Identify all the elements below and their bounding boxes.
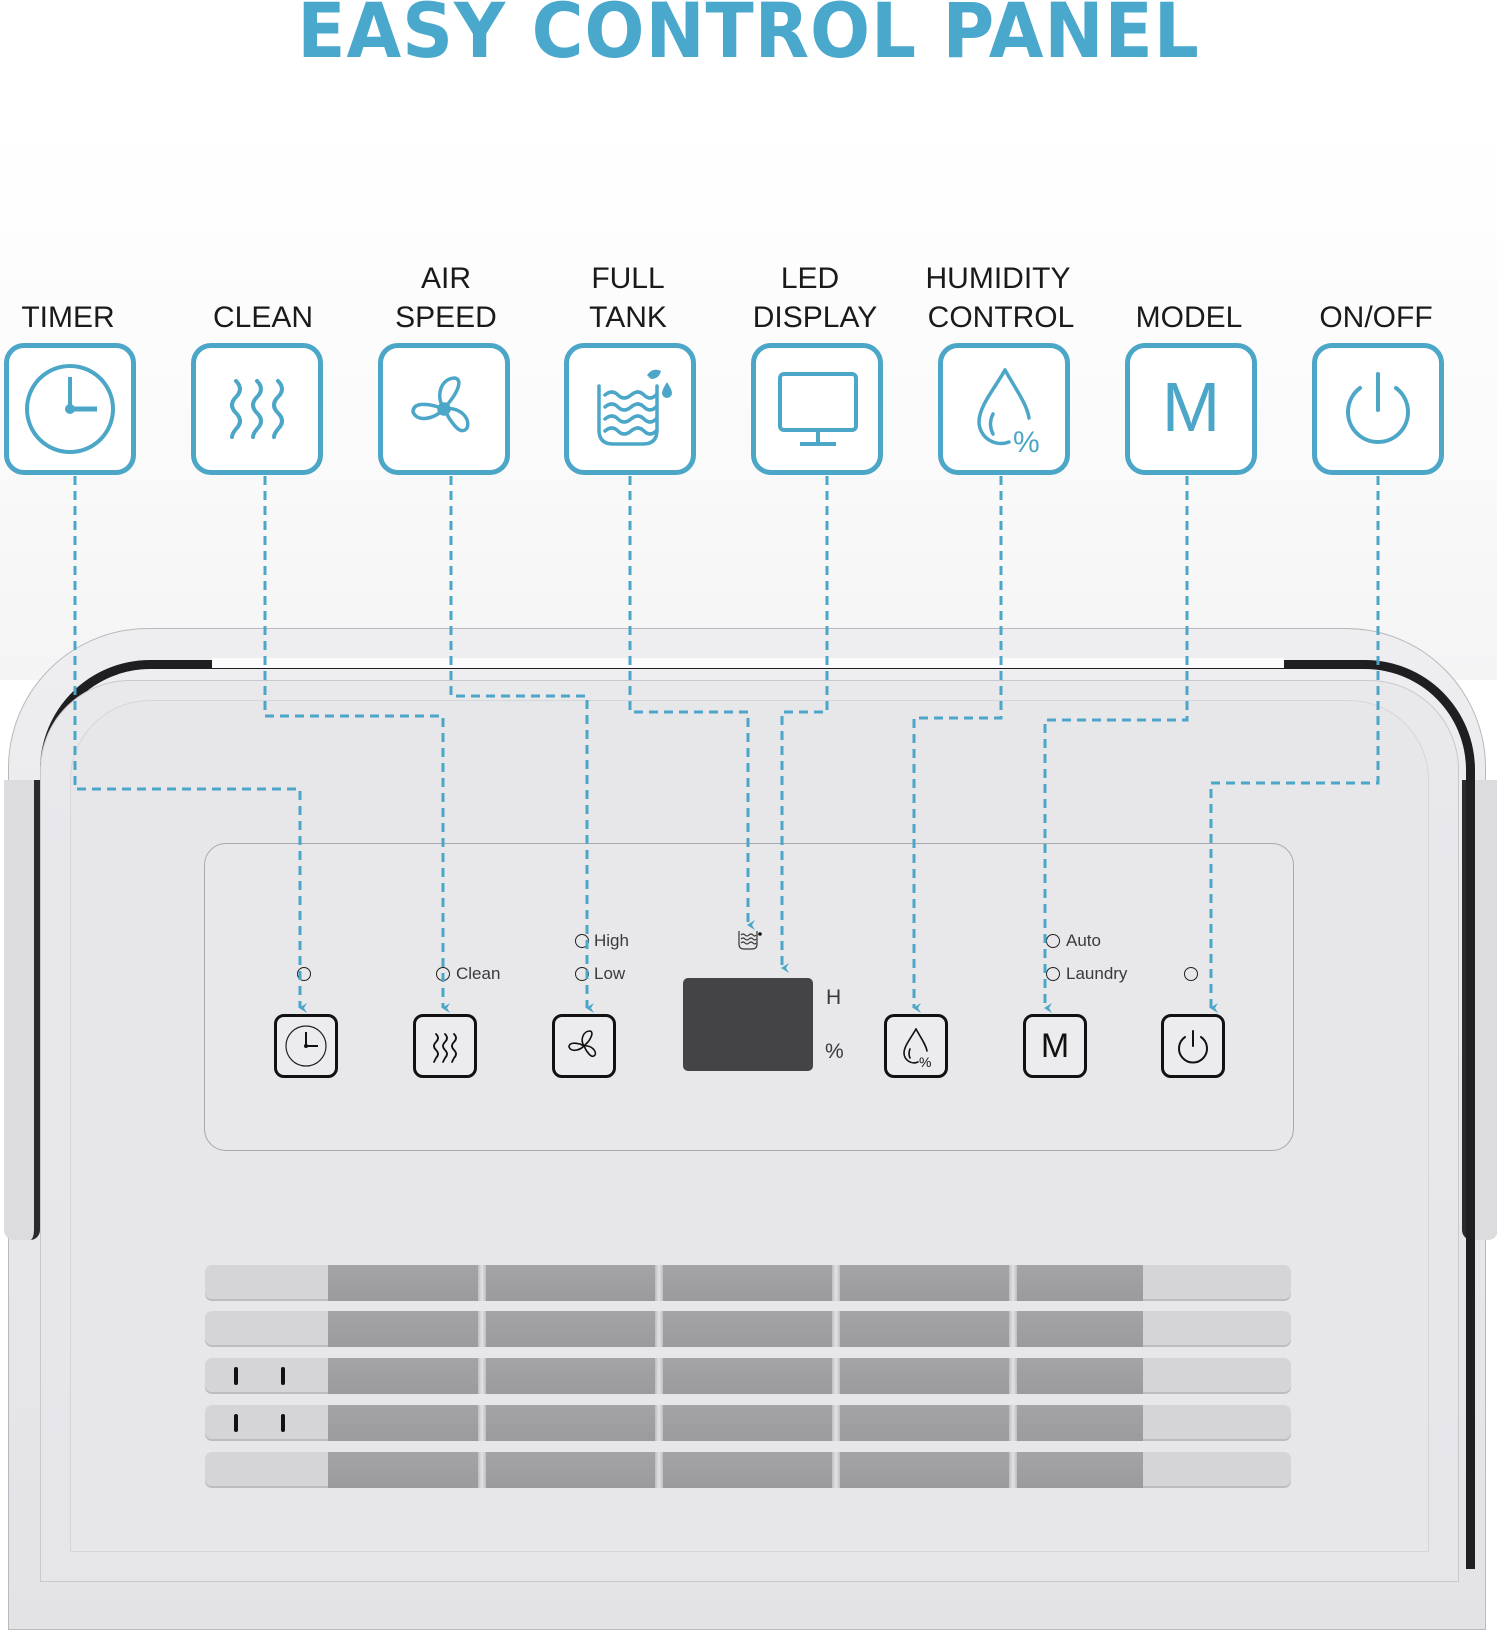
timer-indicator-light: [297, 967, 311, 981]
m-letter-icon: M: [1040, 1027, 1070, 1065]
power-icon: [1178, 1030, 1208, 1064]
fan-icon: [411, 376, 470, 433]
led-display-feature-box: [751, 343, 883, 475]
high-indicator-light: [575, 934, 589, 948]
display-unit-hours: H: [826, 986, 842, 1009]
svg-text:%: %: [919, 1054, 931, 1070]
laundry-indicator-label: Laundry: [1066, 964, 1128, 983]
timer-button[interactable]: [274, 1014, 338, 1078]
page-title: EASY CONTROL PANEL: [297, 0, 1200, 75]
low-indicator-label: Low: [594, 964, 626, 983]
model-feature-box: M: [1125, 343, 1257, 475]
auto-indicator-label: Auto: [1066, 931, 1101, 950]
monitor-icon: [778, 372, 858, 446]
clean-indicator-light: [436, 967, 450, 981]
display-unit-percent: %: [825, 1040, 844, 1063]
power-icon: [1346, 372, 1410, 444]
heat-waves-icon: [433, 1033, 457, 1063]
feature-label: TIMER: [21, 301, 115, 334]
feature-label: CLEAN: [212, 301, 314, 334]
model-button[interactable]: M: [1023, 1014, 1087, 1078]
humidity-drop-icon: %: [977, 368, 1040, 459]
feature-label-line1: LED: [780, 262, 840, 295]
laundry-indicator-light: [1046, 967, 1060, 981]
vent-slat: [205, 1405, 1291, 1441]
low-indicator-light: [575, 967, 589, 981]
clock-icon: [285, 1025, 327, 1067]
fan-icon: [568, 1030, 597, 1058]
led-display-screen: [683, 978, 813, 1071]
top-slot: [212, 658, 1284, 668]
feature-label: MODEL: [1135, 301, 1243, 334]
m-letter-icon: M: [1161, 368, 1221, 446]
feature-label-line1: HUMIDITY: [925, 262, 1071, 295]
vent-slat: [205, 1311, 1291, 1347]
full-tank-feature-box: [564, 343, 696, 475]
vent-slat: [205, 1358, 1291, 1394]
air-speed-button[interactable]: [552, 1014, 616, 1078]
feature-label-line1: FULL: [591, 262, 665, 295]
water-tank-icon: [597, 369, 672, 446]
feature-label-line2: CONTROL: [927, 301, 1075, 334]
high-indicator-label: High: [594, 931, 629, 950]
clean-indicator-label: Clean: [456, 964, 501, 983]
clean-feature-box: [191, 343, 323, 475]
on-off-feature-box: [1312, 343, 1444, 475]
humidity-drop-icon: %: [903, 1028, 931, 1070]
timer-feature-box: [4, 343, 136, 475]
vent-slat: [205, 1265, 1291, 1301]
feature-label-line2: TANK: [589, 301, 667, 334]
svg-text:%: %: [1013, 426, 1040, 459]
air-speed-feature-box: [378, 343, 510, 475]
feature-label-line1: AIR: [420, 262, 471, 295]
humidity-control-button[interactable]: %: [884, 1014, 948, 1078]
clean-button[interactable]: [413, 1014, 477, 1078]
left-handle: [4, 780, 40, 1240]
power-button[interactable]: [1161, 1014, 1225, 1078]
feature-label: ON/OFF: [1319, 301, 1433, 334]
vent-slat: [205, 1452, 1291, 1488]
clock-icon: [25, 364, 115, 454]
humidity-feature-box: %: [938, 343, 1070, 475]
heat-waves-icon: [230, 379, 284, 439]
power-indicator-light: [1184, 967, 1198, 981]
full-tank-indicator-icon: [738, 931, 762, 950]
feature-label-line2: SPEED: [395, 301, 497, 334]
feature-label-line2: DISPLAY: [752, 301, 878, 334]
auto-indicator-light: [1046, 934, 1060, 948]
